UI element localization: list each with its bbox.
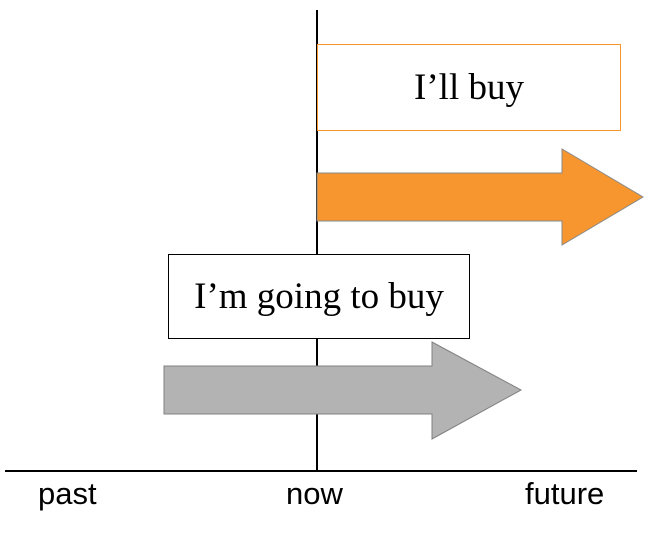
going-to-buy-box: I’m going to buy — [168, 254, 470, 339]
will-buy-label: I’ll buy — [414, 67, 524, 108]
past-label: past — [38, 476, 97, 511]
will-buy-arrow — [316, 148, 644, 246]
now-label: now — [286, 476, 343, 511]
going-to-buy-arrow — [163, 341, 523, 440]
going-to-buy-label: I’m going to buy — [194, 276, 444, 317]
future-label: future — [525, 476, 605, 511]
will-buy-box: I’ll buy — [317, 44, 621, 131]
